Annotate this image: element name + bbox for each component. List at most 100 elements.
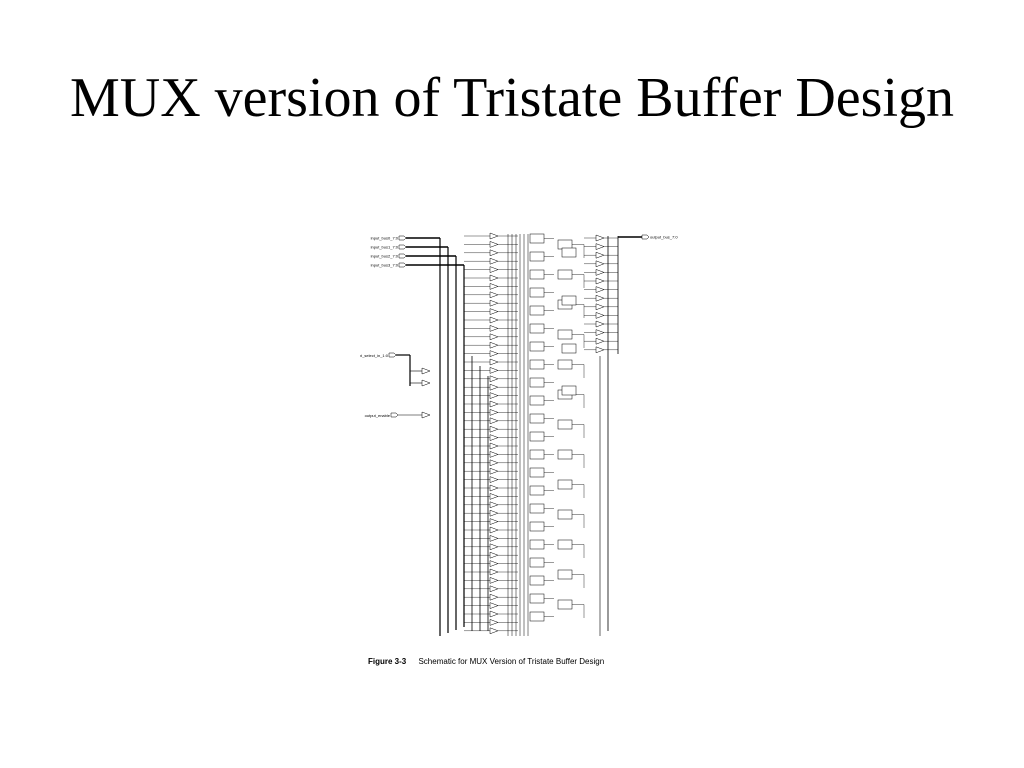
- select-port-label: bi_select_in_1:0: [360, 353, 389, 358]
- mux-block: [529, 287, 545, 298]
- buffer-gate: [489, 383, 499, 391]
- mux-block: [557, 569, 573, 580]
- mux-block: [529, 395, 545, 406]
- buffer-gate: [489, 400, 499, 408]
- buffer-gate: [489, 425, 499, 433]
- mux-block: [529, 557, 545, 568]
- buffer-gate: [421, 367, 431, 375]
- buffer-gate: [489, 619, 499, 626]
- input-port-label: input_bus0_7:0: [371, 236, 399, 241]
- port-connector: [398, 253, 407, 259]
- mux-block: [529, 377, 545, 388]
- mux-block: [529, 341, 545, 352]
- port-connector: [390, 412, 399, 418]
- schematic-diagram: input_bus0_7:0 input_bus1_7:0 input_bus2_7…: [360, 232, 678, 636]
- buffer-gate: [489, 560, 499, 567]
- buffer-gate: [489, 551, 499, 559]
- mux-block: [557, 419, 573, 430]
- buffer-gate: [489, 283, 499, 290]
- buffer-gate: [489, 577, 499, 584]
- buffer-gate: [595, 260, 605, 268]
- mux-block: [529, 251, 545, 262]
- buffer-gate: [489, 526, 499, 534]
- mux-block: [529, 521, 545, 532]
- buffer-gate: [489, 543, 499, 551]
- mux-block: [529, 233, 545, 244]
- buffer-gate: [489, 350, 499, 357]
- port-connector: [398, 262, 407, 268]
- mux-block: [557, 509, 573, 520]
- mux-block: [529, 611, 545, 622]
- buffer-gate: [595, 286, 605, 293]
- mux-block: [529, 503, 545, 514]
- mux-block: [529, 575, 545, 586]
- buffer-gate: [489, 568, 499, 576]
- mux-block: [529, 467, 545, 478]
- input-port-label: input_bus2_7:0: [371, 254, 399, 259]
- buffer-gate: [489, 341, 499, 349]
- mux-block: [529, 359, 545, 370]
- buffer-gate: [595, 277, 605, 285]
- mux-block: [561, 343, 577, 354]
- slide-title: MUX version of Tristate Buffer Design: [69, 67, 955, 129]
- buffer-gate: [489, 257, 499, 265]
- buffer-gate: [489, 291, 499, 299]
- buffer-gate: [489, 451, 499, 458]
- buffer-gate: [489, 501, 499, 509]
- buffer-gate: [595, 294, 605, 302]
- mux-block: [529, 449, 545, 460]
- mux-block: [529, 305, 545, 316]
- mux-block: [561, 295, 577, 306]
- buffer-gate: [595, 346, 605, 354]
- buffer-gate: [489, 358, 499, 366]
- buffer-gate: [489, 493, 499, 500]
- buffer-gate: [595, 312, 605, 319]
- buffer-gate: [489, 232, 499, 240]
- buffer-gate: [595, 329, 605, 336]
- buffer-gate: [489, 325, 499, 332]
- buffer-gate: [489, 316, 499, 324]
- mux-block: [557, 359, 573, 370]
- buffer-gate: [489, 459, 499, 467]
- buffer-gate: [489, 392, 499, 399]
- figure-caption-text: Schematic for MUX Version of Tristate Bu…: [418, 657, 605, 666]
- input-port-label: input_bus1_7:0: [371, 245, 399, 250]
- buffer-gate: [489, 585, 499, 593]
- buffer-gate: [595, 234, 605, 242]
- port-connector: [388, 352, 397, 358]
- mux-block: [561, 385, 577, 396]
- mux-block: [529, 539, 545, 550]
- mux-block: [561, 247, 577, 258]
- port-connector: [398, 244, 407, 250]
- mux-block: [557, 599, 573, 610]
- buffer-gate: [489, 467, 499, 475]
- buffer-gate: [489, 375, 499, 383]
- port-connector: [398, 235, 407, 241]
- enable-port-label: output_enable: [365, 413, 391, 418]
- buffer-gate: [489, 518, 499, 525]
- mux-block: [529, 431, 545, 442]
- buffer-gate: [489, 627, 499, 635]
- mux-block: [529, 323, 545, 334]
- buffer-gate: [489, 417, 499, 425]
- buffer-gate: [489, 333, 499, 341]
- input-port-label: input_bus3_7:0: [371, 263, 399, 268]
- figure-number: Figure 3-3: [368, 657, 407, 666]
- buffer-gate: [489, 442, 499, 450]
- bus-layer: [396, 234, 619, 636]
- mux-block: [529, 485, 545, 496]
- mux-block: [557, 239, 573, 250]
- gates-layer: [421, 232, 605, 635]
- buffer-gate: [595, 269, 605, 276]
- buffer-gate: [489, 593, 499, 601]
- mux-block: [529, 593, 545, 604]
- buffer-gate: [489, 299, 499, 307]
- figure-caption: Figure 3-3 Schematic for MUX Version of …: [368, 657, 604, 666]
- mux-block: [557, 329, 573, 340]
- buffer-gate: [595, 320, 605, 328]
- buffer-gate: [489, 409, 499, 416]
- buffer-gate: [489, 602, 499, 609]
- buffer-gate: [489, 484, 499, 492]
- buffer-gate: [489, 266, 499, 273]
